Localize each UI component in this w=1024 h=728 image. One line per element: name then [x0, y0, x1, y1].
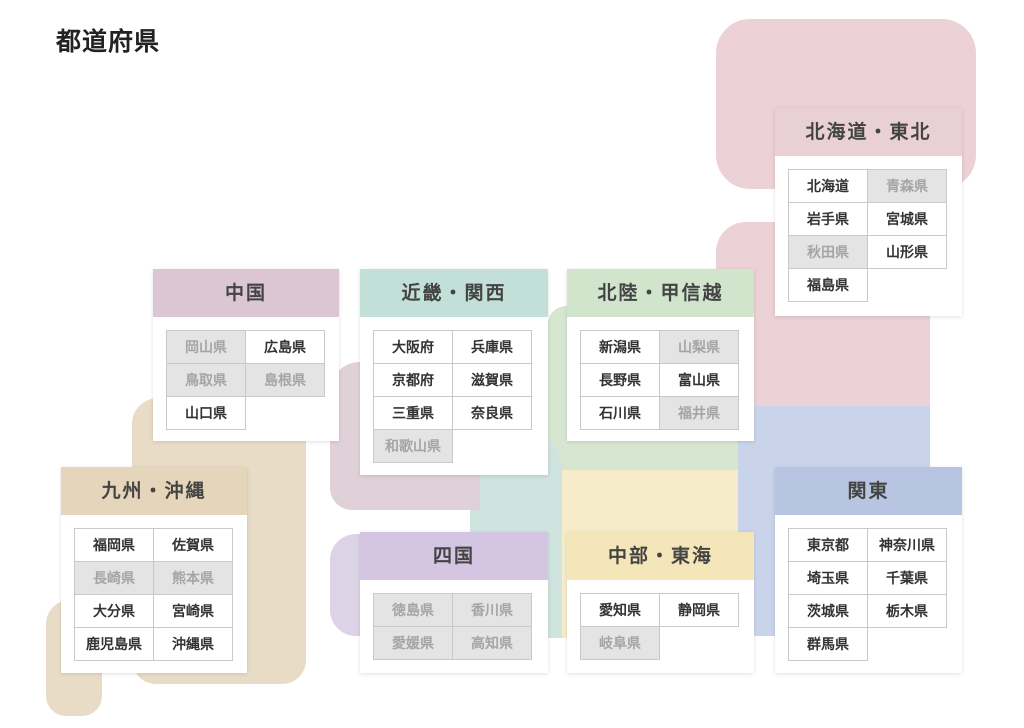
prefecture-kinki-6: 和歌山県 — [373, 429, 453, 463]
region-card-hokuriku: 北陸・甲信越 新潟県山梨県長野県富山県石川県福井県 — [567, 269, 754, 441]
region-card-kinki: 近畿・関西 大阪府兵庫県京都府滋賀県三重県奈良県和歌山県 — [360, 269, 548, 475]
prefecture-list: 愛知県静岡県岐阜県 — [580, 593, 754, 660]
prefecture-hokkaido_tohoku-2[interactable]: 岩手県 — [788, 202, 868, 236]
prefecture-kyushu-7[interactable]: 沖縄県 — [153, 627, 233, 661]
prefecture-list: 岡山県広島県鳥取県島根県山口県 — [166, 330, 339, 430]
prefecture-kyushu-3: 熊本県 — [153, 561, 233, 595]
page-title: 都道府県 — [56, 27, 161, 56]
region-card-chugoku: 中国 岡山県広島県鳥取県島根県山口県 — [153, 269, 339, 441]
prefecture-kanto-4[interactable]: 茨城県 — [788, 594, 868, 628]
prefecture-kanto-2[interactable]: 埼玉県 — [788, 561, 868, 595]
prefecture-hokuriku-1: 山梨県 — [659, 330, 739, 364]
region-header-chugoku: 中国 — [153, 269, 339, 317]
prefecture-list: 新潟県山梨県長野県富山県石川県福井県 — [580, 330, 754, 430]
region-header-kyushu: 九州・沖縄 — [61, 467, 247, 515]
prefecture-kyushu-0[interactable]: 福岡県 — [74, 528, 154, 562]
prefecture-kanto-3[interactable]: 千葉県 — [867, 561, 947, 595]
prefecture-kyushu-2: 長崎県 — [74, 561, 154, 595]
region-card-kanto: 関東 東京都神奈川県埼玉県千葉県茨城県栃木県群馬県 — [775, 467, 962, 673]
region-header-hokuriku: 北陸・甲信越 — [567, 269, 754, 317]
prefecture-chugoku-4[interactable]: 山口県 — [166, 396, 246, 430]
prefecture-kinki-0[interactable]: 大阪府 — [373, 330, 453, 364]
region-header-kinki: 近畿・関西 — [360, 269, 548, 317]
prefecture-chugoku-1[interactable]: 広島県 — [245, 330, 325, 364]
prefecture-hokkaido_tohoku-0[interactable]: 北海道 — [788, 169, 868, 203]
prefecture-kanto-5[interactable]: 栃木県 — [867, 594, 947, 628]
prefecture-kyushu-4[interactable]: 大分県 — [74, 594, 154, 628]
prefecture-kanto-6[interactable]: 群馬県 — [788, 627, 868, 661]
prefecture-kinki-3[interactable]: 滋賀県 — [452, 363, 532, 397]
prefecture-kinki-4[interactable]: 三重県 — [373, 396, 453, 430]
prefecture-hokkaido_tohoku-1: 青森県 — [867, 169, 947, 203]
prefecture-chubu-2: 岐阜県 — [580, 626, 660, 660]
prefecture-chubu-0[interactable]: 愛知県 — [580, 593, 660, 627]
prefecture-kinki-2[interactable]: 京都府 — [373, 363, 453, 397]
prefecture-list: 大阪府兵庫県京都府滋賀県三重県奈良県和歌山県 — [373, 330, 548, 463]
prefecture-hokuriku-4[interactable]: 石川県 — [580, 396, 660, 430]
prefecture-hokkaido_tohoku-5[interactable]: 山形県 — [867, 235, 947, 269]
prefecture-hokuriku-0[interactable]: 新潟県 — [580, 330, 660, 364]
prefecture-chugoku-0: 岡山県 — [166, 330, 246, 364]
region-card-kyushu: 九州・沖縄 福岡県佐賀県長崎県熊本県大分県宮崎県鹿児島県沖縄県 — [61, 467, 247, 673]
prefecture-hokkaido_tohoku-4: 秋田県 — [788, 235, 868, 269]
region-header-shikoku: 四国 — [360, 532, 548, 580]
prefecture-hokkaido_tohoku-6[interactable]: 福島県 — [788, 268, 868, 302]
prefecture-kanto-1[interactable]: 神奈川県 — [867, 528, 947, 562]
prefecture-hokuriku-3[interactable]: 富山県 — [659, 363, 739, 397]
prefecture-list: 北海道青森県岩手県宮城県秋田県山形県福島県 — [788, 169, 962, 302]
region-card-hokkaido-tohoku: 北海道・東北 北海道青森県岩手県宮城県秋田県山形県福島県 — [775, 108, 962, 316]
prefecture-hokuriku-5: 福井県 — [659, 396, 739, 430]
prefecture-list: 東京都神奈川県埼玉県千葉県茨城県栃木県群馬県 — [788, 528, 962, 661]
prefecture-kyushu-1[interactable]: 佐賀県 — [153, 528, 233, 562]
prefecture-chubu-1[interactable]: 静岡県 — [659, 593, 739, 627]
region-card-shikoku: 四国 徳島県香川県愛媛県高知県 — [360, 532, 548, 673]
prefecture-chugoku-3: 島根県 — [245, 363, 325, 397]
prefecture-list: 福岡県佐賀県長崎県熊本県大分県宮崎県鹿児島県沖縄県 — [74, 528, 247, 661]
prefecture-hokkaido_tohoku-3[interactable]: 宮城県 — [867, 202, 947, 236]
prefecture-kyushu-6[interactable]: 鹿児島県 — [74, 627, 154, 661]
prefecture-shikoku-0: 徳島県 — [373, 593, 453, 627]
prefecture-shikoku-1: 香川県 — [452, 593, 532, 627]
prefecture-kinki-1[interactable]: 兵庫県 — [452, 330, 532, 364]
region-header-hokkaido-tohoku: 北海道・東北 — [775, 108, 962, 156]
prefecture-hokuriku-2[interactable]: 長野県 — [580, 363, 660, 397]
prefecture-list: 徳島県香川県愛媛県高知県 — [373, 593, 548, 660]
prefecture-shikoku-3: 高知県 — [452, 626, 532, 660]
region-header-chubu: 中部・東海 — [567, 532, 754, 580]
prefecture-kanto-0[interactable]: 東京都 — [788, 528, 868, 562]
prefecture-kinki-5[interactable]: 奈良県 — [452, 396, 532, 430]
prefecture-chugoku-2: 鳥取県 — [166, 363, 246, 397]
prefecture-kyushu-5[interactable]: 宮崎県 — [153, 594, 233, 628]
region-card-chubu: 中部・東海 愛知県静岡県岐阜県 — [567, 532, 754, 673]
prefecture-shikoku-2: 愛媛県 — [373, 626, 453, 660]
region-header-kanto: 関東 — [775, 467, 962, 515]
